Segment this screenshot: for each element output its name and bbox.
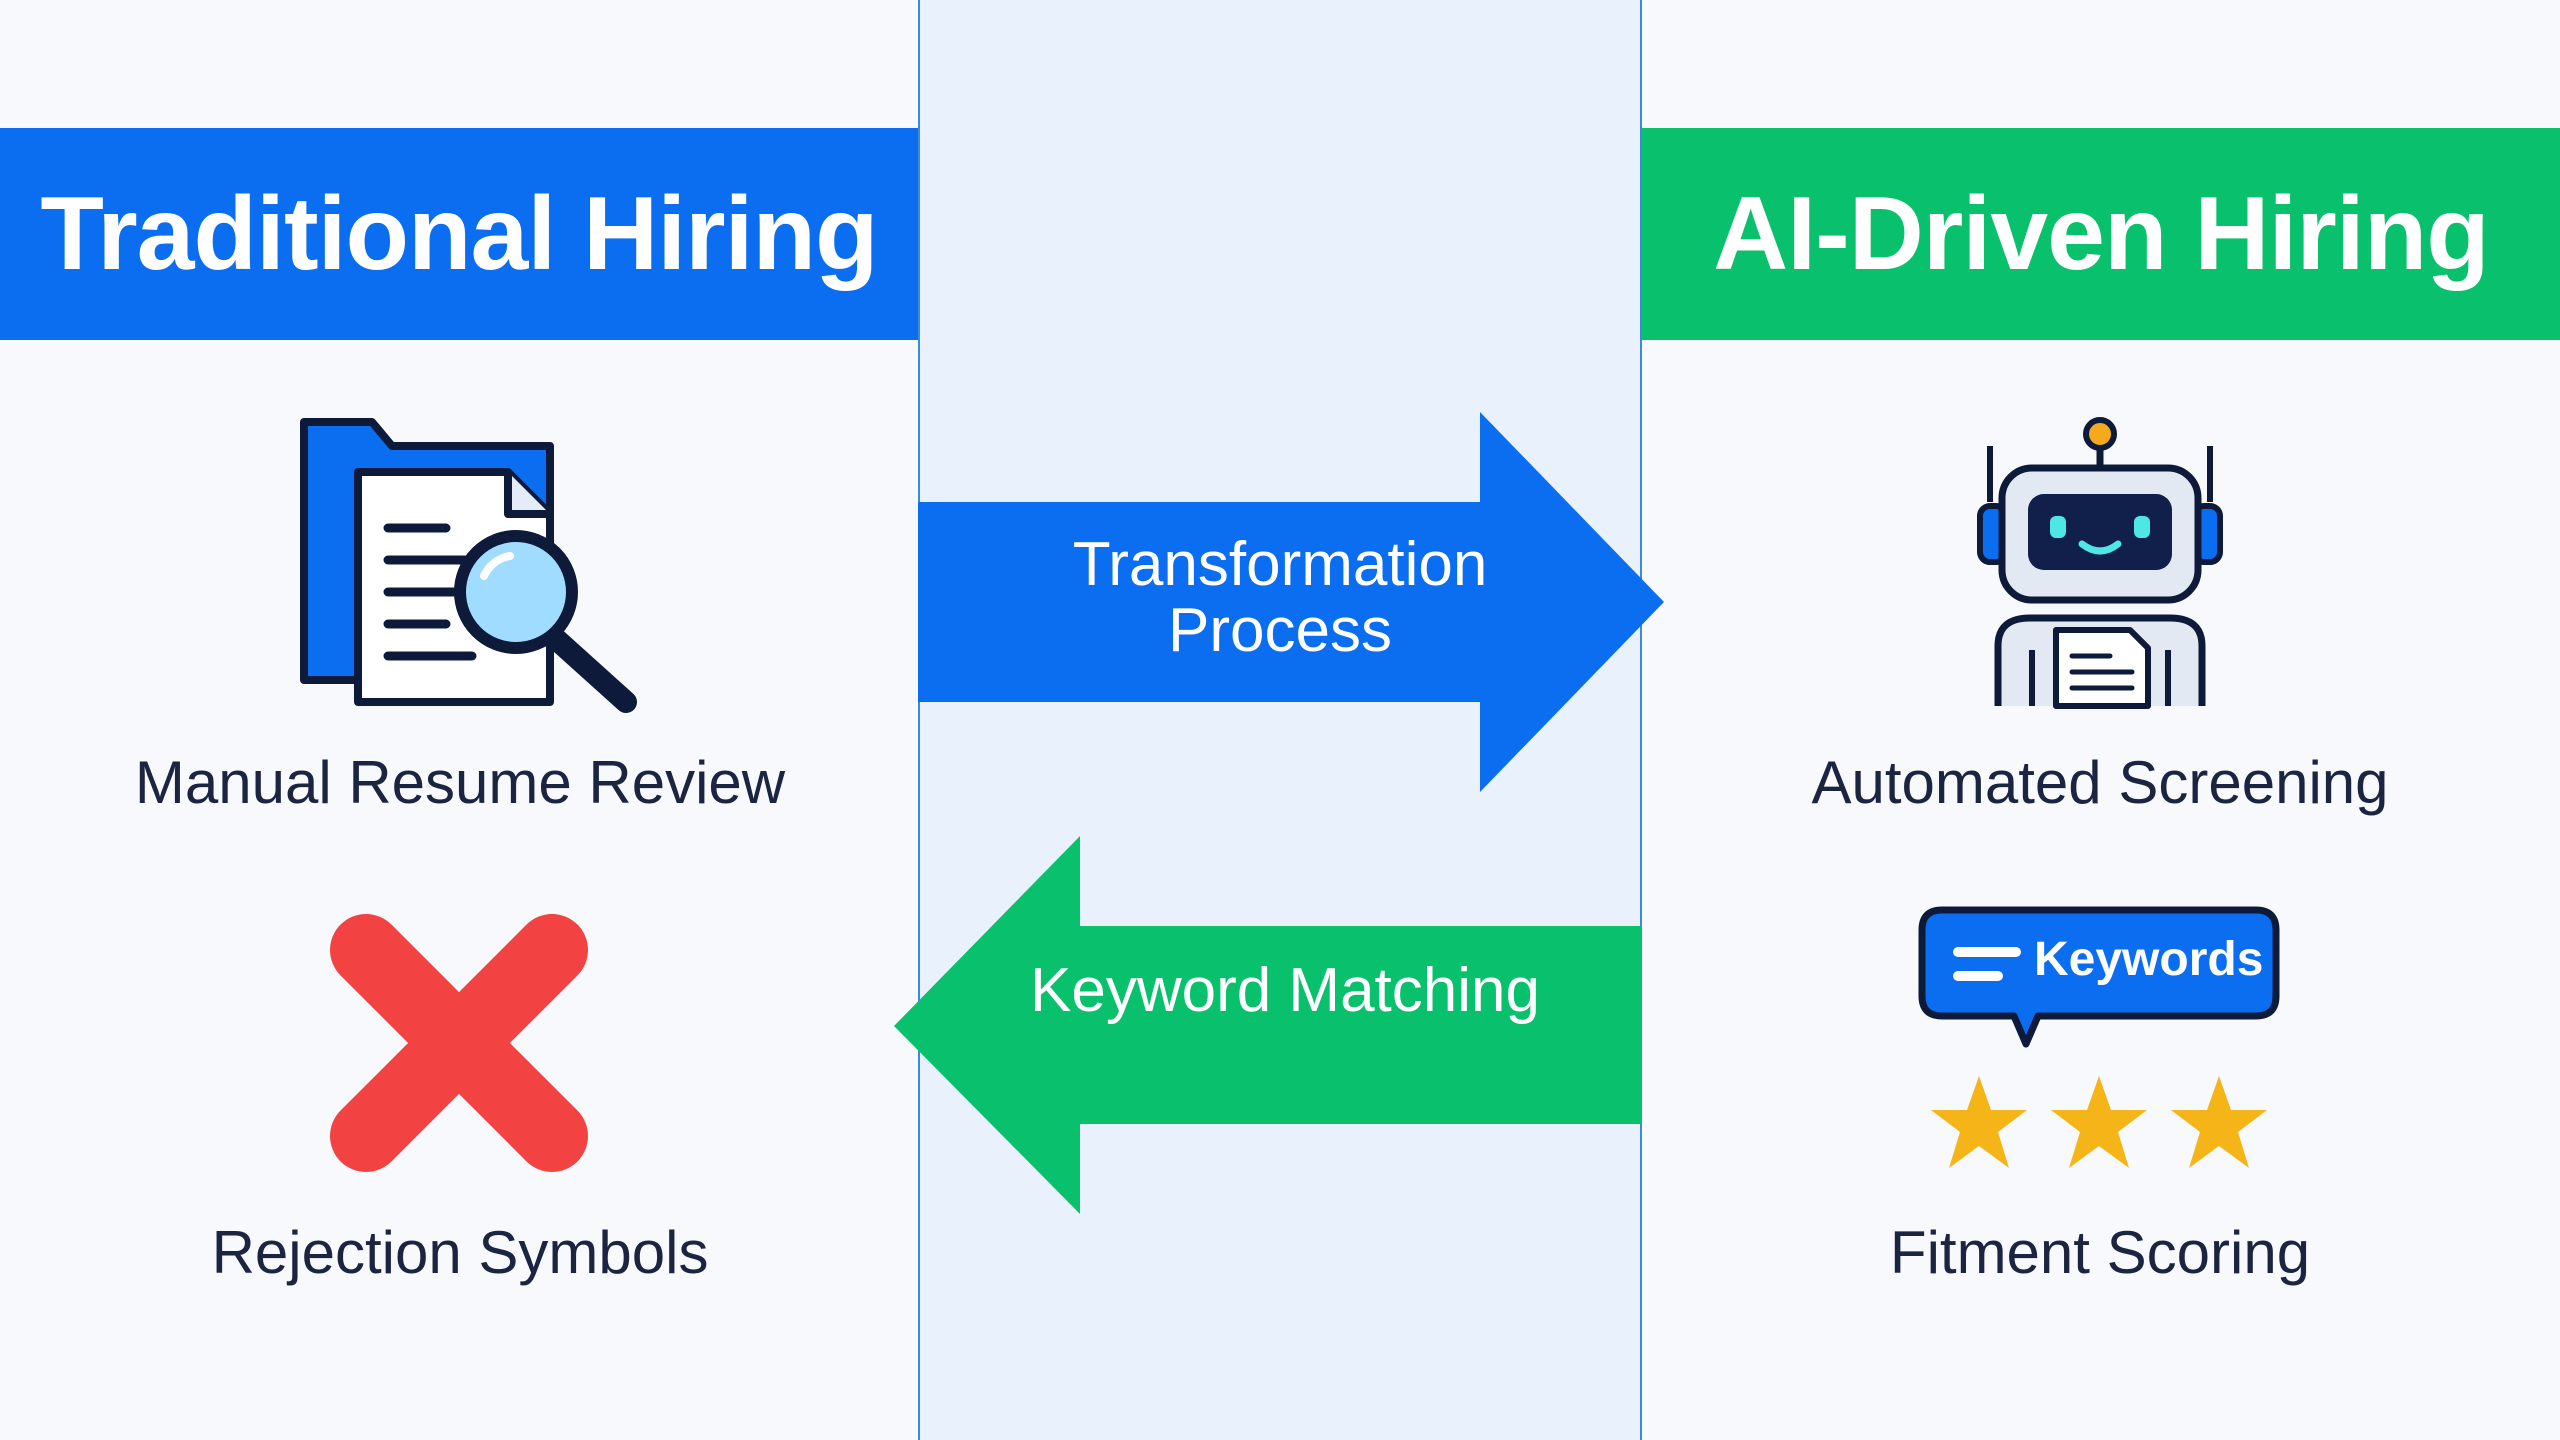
keywords-bubble-icon bbox=[1918, 906, 2280, 1048]
document-magnifier-icon bbox=[300, 418, 637, 713]
transformation-line-1: Transformation bbox=[1072, 530, 1488, 599]
star-1-icon bbox=[1931, 1076, 2027, 1168]
stars-icon bbox=[1931, 1076, 2267, 1168]
star-2-icon bbox=[2051, 1076, 2147, 1168]
ai-driven-hiring-title: AI-Driven Hiring bbox=[1713, 175, 2490, 292]
traditional-hiring-title: Traditional Hiring bbox=[40, 175, 878, 292]
red-x-icon bbox=[330, 914, 588, 1172]
automated-screening-caption: Automated Screening bbox=[1811, 749, 2389, 816]
ai-driven-hiring-header: AI-Driven Hiring bbox=[1642, 128, 2560, 340]
robot-icon bbox=[1977, 417, 2223, 709]
center-band bbox=[918, 0, 1642, 1440]
star-3-icon bbox=[2171, 1076, 2267, 1168]
transformation-line-2: Process bbox=[1168, 596, 1392, 665]
rejection-symbols-caption: Rejection Symbols bbox=[211, 1219, 709, 1286]
manual-resume-review-caption: Manual Resume Review bbox=[134, 749, 786, 816]
transformation-process-label: Transformation Process bbox=[1000, 532, 1560, 664]
keywords-badge-label: Keywords bbox=[2034, 933, 2264, 986]
fitment-scoring-caption: Fitment Scoring bbox=[1889, 1219, 2311, 1286]
keyword-matching-label: Keyword Matching bbox=[1029, 956, 1541, 1025]
traditional-hiring-header: Traditional Hiring bbox=[0, 128, 918, 340]
